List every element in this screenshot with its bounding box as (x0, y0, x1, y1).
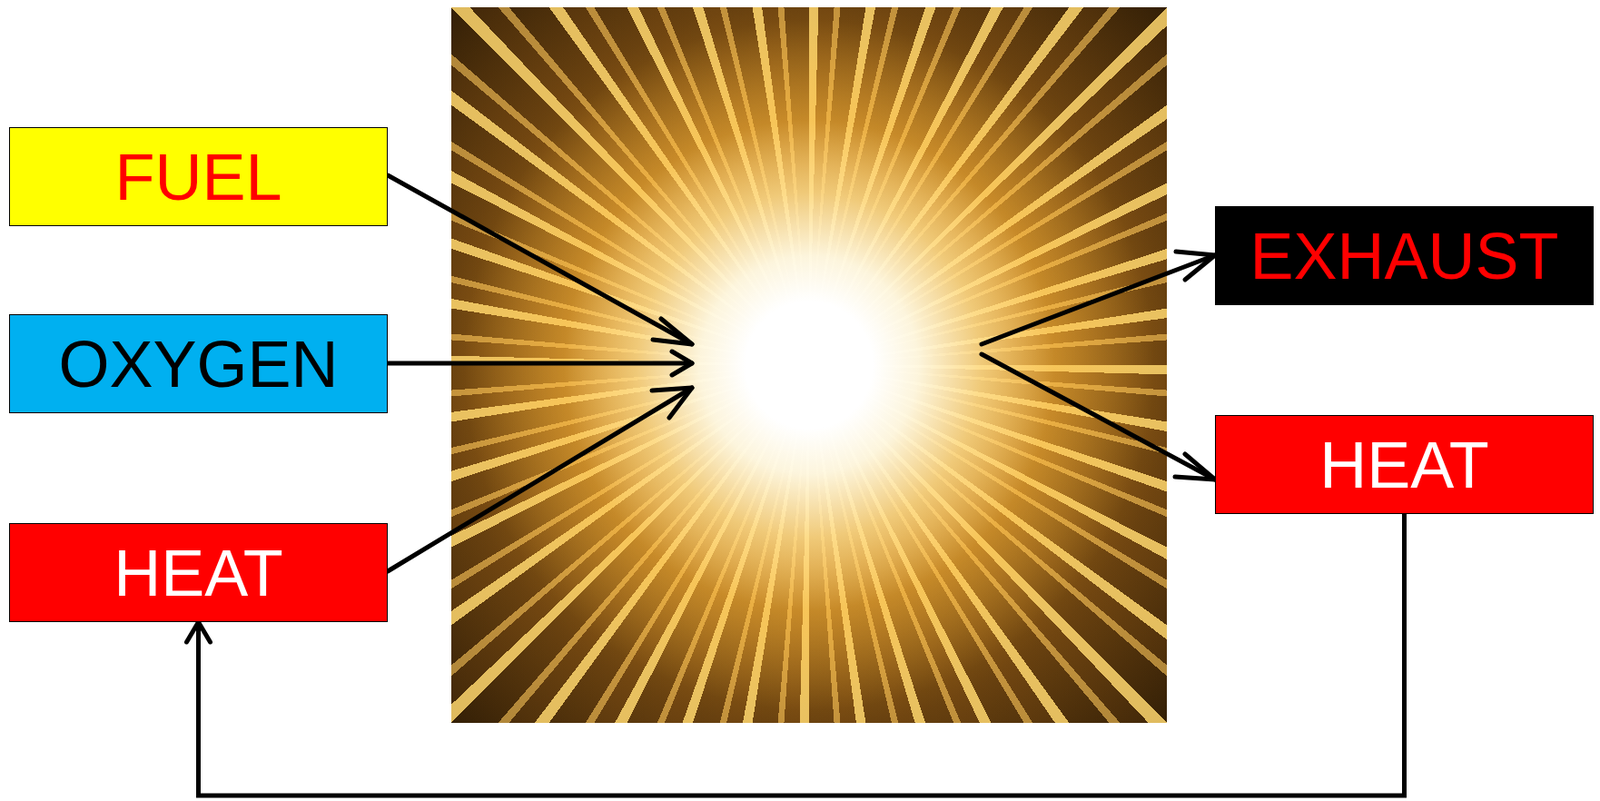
arrow-head (671, 351, 692, 376)
box-label: EXHAUST (1249, 223, 1559, 289)
box-label: HEAT (113, 540, 284, 606)
arrow-head (1175, 251, 1215, 280)
arrow-head (652, 318, 692, 345)
arrow-head (1175, 454, 1215, 480)
box-label: FUEL (114, 144, 282, 210)
exhaust-box: EXHAUST (1214, 206, 1594, 306)
box-label: HEAT (1319, 432, 1490, 498)
heat-arrow (387, 387, 692, 572)
heat-out-arrow (981, 354, 1215, 480)
heat-box: HEAT (9, 523, 388, 623)
heat-box: HEAT (1214, 414, 1594, 514)
exhaust-arrow (981, 255, 1215, 345)
box-label: OXYGEN (58, 331, 338, 397)
arrow-head (187, 622, 211, 642)
oxygen-arrow (387, 361, 692, 366)
arrow-head (651, 387, 692, 418)
oxygen-box: OXYGEN (9, 314, 388, 414)
fuel-box: FUEL (9, 127, 388, 227)
fuel-arrow (387, 175, 692, 345)
